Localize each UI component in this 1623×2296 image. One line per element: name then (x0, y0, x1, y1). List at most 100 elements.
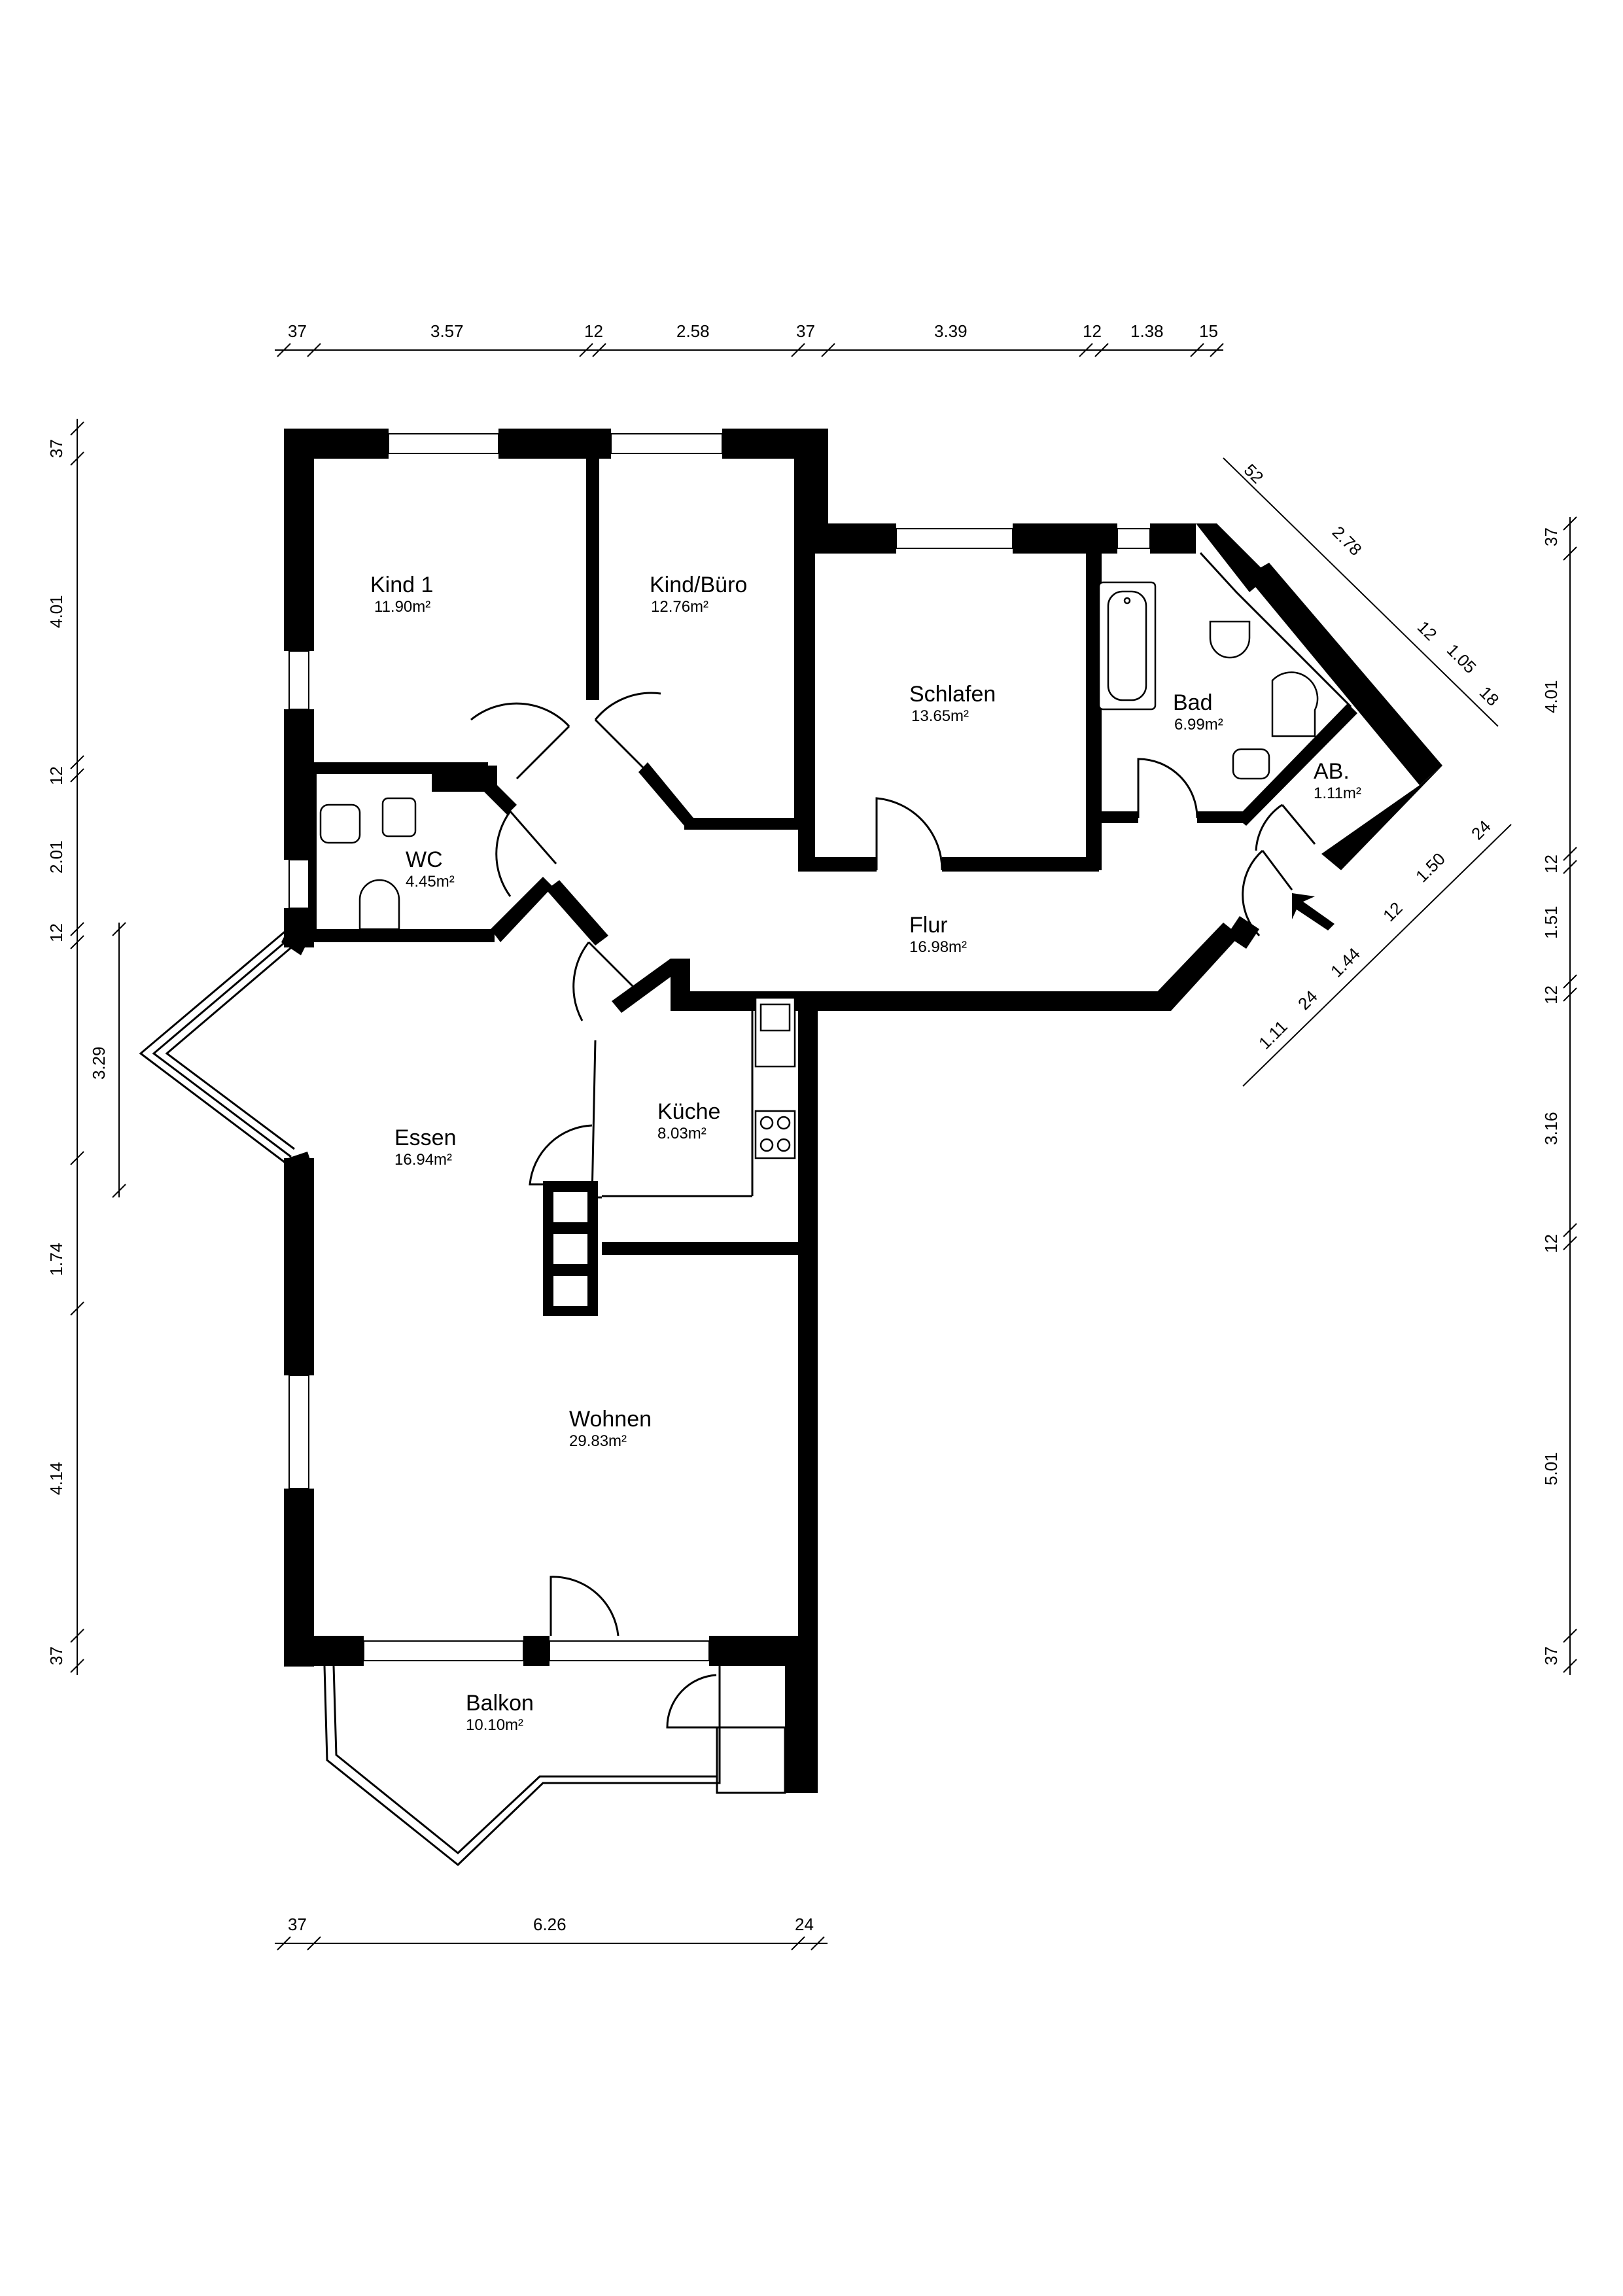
room-name-schlafen: Schlafen (909, 682, 996, 707)
wall-left-upper (284, 429, 314, 651)
tick-left-3 (70, 768, 84, 783)
room-area-schlafen: 13.65m² (911, 707, 969, 725)
wc-sink (358, 879, 400, 930)
dim-ticks (70, 343, 1577, 1951)
room-area-flur: 16.98m² (909, 938, 967, 956)
dim-left-7: 4.14 (46, 1462, 66, 1495)
tick-bottom-2 (791, 1936, 805, 1951)
wall-schlafen-left (798, 543, 815, 870)
bathtub-inner (1107, 590, 1147, 701)
kitchen-sink-basin (759, 1003, 791, 1032)
room-area-wohnen: 29.83m² (569, 1432, 627, 1450)
windows (288, 433, 1151, 1661)
room-area-kindbuero: 12.76m² (651, 598, 708, 616)
room-area-ab: 1.11m² (1314, 785, 1361, 802)
dim-right-1: 4.01 (1541, 680, 1561, 713)
dim-bottom-1: 6.26 (533, 1915, 567, 1934)
room-area-bad: 6.99m² (1174, 716, 1223, 733)
bad-sink (1209, 620, 1251, 659)
walls (281, 429, 1442, 1793)
wall-kitchen-bottom (602, 1242, 805, 1255)
tick-bottom-3 (811, 1936, 825, 1951)
tick-left-1 (70, 451, 84, 466)
room-labels: Kind 1 11.90m² Kind/Büro 12.76m² Schlafe… (370, 573, 1361, 1734)
dim-left-3: 2.01 (46, 840, 66, 874)
fixtures (319, 581, 1335, 1316)
balkon-outline-inner (332, 1665, 716, 1854)
chimney-flue-2 (553, 1234, 587, 1264)
room-name-bad: Bad (1173, 690, 1213, 715)
wall-schlafen-bottom-a (798, 857, 877, 872)
wall-kitchen-diag (612, 959, 680, 1013)
door-storage (666, 1674, 717, 1729)
chimney-flue-3 (553, 1276, 587, 1306)
wc-bidet (381, 797, 417, 838)
dim-right-6: 12 (1541, 1234, 1561, 1253)
dim-left-2: 12 (46, 766, 66, 785)
thin-lines (139, 552, 1352, 1866)
window-bad (1117, 528, 1151, 549)
door-kitchen (529, 1124, 593, 1186)
tick-right-4 (1563, 974, 1577, 989)
wall-balkon-right (785, 1662, 818, 1793)
tick-bottom-1 (307, 1936, 321, 1951)
door-schlafen (875, 797, 943, 871)
wall-top-1 (284, 429, 389, 459)
dim-diag-upper-2: 12 (1414, 617, 1441, 645)
tick-top-9 (1210, 343, 1224, 357)
wall-wc-bottom (305, 929, 495, 942)
wall-flur-diag (1151, 923, 1240, 1011)
dimension-lines (70, 343, 1577, 1951)
doors (470, 692, 1316, 1729)
balkon-storage (716, 1726, 786, 1794)
dim-labels-bottom: 37 6.26 24 (288, 1915, 814, 1934)
door-wc (495, 809, 557, 897)
room-name-essen: Essen (394, 1125, 457, 1150)
dim-right-8: 37 (1541, 1646, 1561, 1665)
dim-diag-upper-0: 52 (1240, 460, 1268, 487)
dim-right-3: 1.51 (1541, 906, 1561, 939)
room-name-balkon: Balkon (466, 1691, 534, 1716)
dim-labels-left: 37 4.01 12 2.01 12 3.29 1.74 4.14 37 (46, 439, 109, 1665)
tick-top-5 (821, 343, 835, 357)
door-kind1 (470, 702, 570, 780)
door-balkon (550, 1576, 620, 1636)
dim-left-0: 37 (46, 439, 66, 458)
room-name-ab: AB. (1314, 759, 1350, 784)
door-ab (1255, 804, 1316, 851)
tick-left-6 (70, 1151, 84, 1165)
chimney-flue-1 (553, 1192, 587, 1222)
room-area-wc: 4.45m² (406, 873, 455, 891)
tick-right-8 (1563, 1629, 1577, 1643)
tick-left-5 (70, 935, 84, 949)
wall-bad-ab (1236, 703, 1357, 826)
wall-bottom-3 (709, 1636, 818, 1666)
dim-right-4: 12 (1541, 985, 1561, 1004)
dim-left-1: 4.01 (46, 595, 66, 628)
tick-left-8 (70, 1629, 84, 1643)
dim-labels-right: 37 4.01 12 1.51 12 3.16 12 5.01 37 (1541, 527, 1561, 1665)
tick-top-0 (277, 343, 291, 357)
dim-left-5: 3.29 (89, 1046, 109, 1080)
wall-bad-bottom-a (1099, 811, 1138, 823)
window-schlafen (896, 528, 1013, 549)
room-name-wc: WC (406, 847, 443, 872)
room-name-kindbuero: Kind/Büro (650, 573, 747, 597)
window-kind1-side (288, 650, 309, 710)
window-kind1 (388, 433, 499, 454)
wall-kindbuero-diag (638, 762, 693, 826)
room-name-kueche: Küche (657, 1099, 720, 1124)
tick-top-3 (592, 343, 606, 357)
bad-toilet (1232, 748, 1270, 780)
dim-top-7: 1.38 (1130, 321, 1164, 341)
wall-bottom-1 (284, 1636, 364, 1666)
door-essen (572, 941, 642, 1021)
tick-top-1 (307, 343, 321, 357)
dim-bottom-2: 24 (795, 1915, 814, 1934)
tick-right-1 (1563, 546, 1577, 561)
room-area-essen: 16.94m² (394, 1151, 452, 1169)
door-bad (1137, 758, 1198, 819)
dim-diag-lower-3: 12 (1379, 898, 1406, 926)
tick-right-5 (1563, 987, 1577, 1002)
